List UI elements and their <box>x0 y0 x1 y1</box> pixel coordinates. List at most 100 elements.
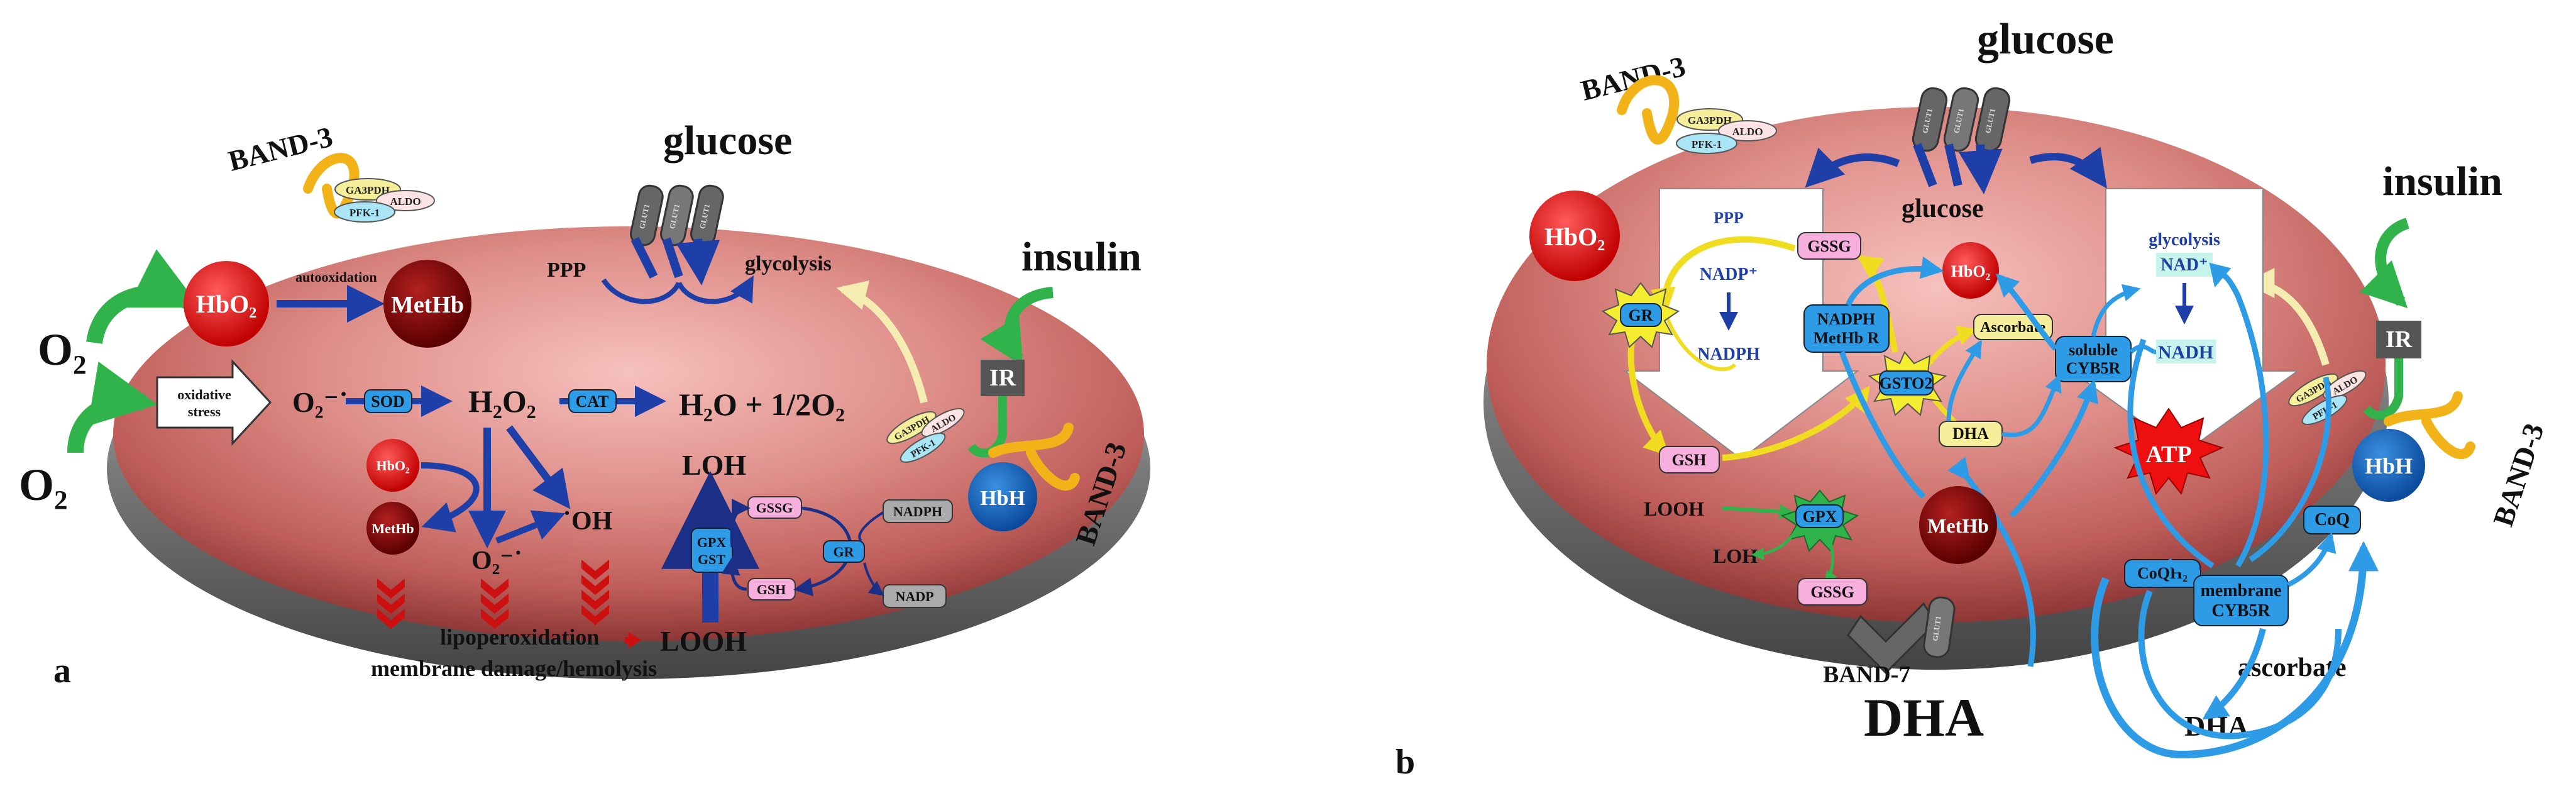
gssg-bottom-box-b <box>1797 578 1868 606</box>
ir-label-a: IR <box>989 365 1016 391</box>
erythrocyte-a <box>113 226 1144 641</box>
hbo2-large-ball-b <box>1529 191 1620 281</box>
lipoperoxidation-label-a: lipoperoxidation <box>440 624 599 650</box>
panel-a: BAND-3 GA3PDH ALDO PFK-1 glucose GLUT1 G… <box>19 118 1150 690</box>
ir-receptor-a <box>981 360 1025 396</box>
insulin-arrow-a <box>980 287 1054 367</box>
ppp-glycolysis-split-a <box>601 280 751 304</box>
dha-box-label-b: DHA <box>1952 424 1989 443</box>
svg-text:ATP: ATP <box>2145 441 2191 468</box>
membrane-damage-label-a: membrane damage/hemolysis <box>371 656 657 681</box>
oh-label-a: ˙OH <box>563 507 612 536</box>
nadp-label-b: NADP⁺ <box>1700 265 1758 284</box>
methb-ball-a <box>383 260 471 348</box>
oxidative-label-a: oxidative <box>177 387 231 402</box>
nadph-methb-r-label-1-b: NADPH <box>1817 310 1875 328</box>
insulin-label-a: insulin <box>1021 234 1142 280</box>
hbo2-label-a: HbO₂ <box>196 290 256 318</box>
hbo2-small-label-b: HbO₂ <box>1951 262 1991 280</box>
ga3pdh-b: GA3PDH <box>1688 114 1732 126</box>
gr-enzyme-b: GR <box>1601 282 1680 348</box>
hbo2-ball-a <box>184 261 269 346</box>
panel-label-a: a <box>53 651 71 690</box>
gsh-label-a: GSH <box>757 582 786 597</box>
oxidative-stress-arrow-a <box>156 359 272 446</box>
gssg-label-a: GSSG <box>756 500 793 516</box>
nadph-label-a: NADPH <box>893 504 942 519</box>
ir-receptor-b <box>2376 321 2421 358</box>
gr-enzyme-a <box>823 540 865 563</box>
loh-label-b: LOH <box>1713 545 1758 567</box>
methb-label-b: MetHb <box>1927 514 1989 537</box>
glucose-label-a: glucose <box>663 118 792 163</box>
hbh-label-b: HbH <box>2365 453 2413 479</box>
gpx-label-a: GPX <box>697 534 727 550</box>
aldo-b: ALDO <box>1732 126 1763 138</box>
ppp-label-a: PPP <box>547 258 586 282</box>
pfk1-b: PFK-1 <box>1692 138 1722 150</box>
gsh-box-b <box>1659 446 1720 473</box>
panel-b: BAND-3 GA3PDH ALDO PFK-1 glucose GLUT1 G… <box>1395 15 2550 782</box>
ir-label-b: IR <box>2386 326 2413 353</box>
ppp-label-b: PPP <box>1714 209 1744 227</box>
methb-ball-b <box>1919 486 1997 564</box>
water-label-a: H₂O + 1/2O₂ <box>679 387 845 422</box>
svg-text:GLUT1: GLUT1 <box>1930 616 1942 642</box>
superoxide-label-a: O₂⁻˙ <box>292 386 348 418</box>
small-methb-label-a: MetHb <box>372 521 414 536</box>
hbh-ball-a <box>968 462 1037 531</box>
band3-icon-a-right <box>988 423 1080 491</box>
glut1-channel-a: GLUT1 GLUT1 GLUT1 <box>630 184 724 246</box>
membrane-cyb5r-label-1-b: membrane <box>2200 581 2281 601</box>
glycolysis-feedback-arrow-a <box>836 280 928 404</box>
sod-label-a: SOD <box>371 392 404 411</box>
stress-label-a: stress <box>188 404 221 419</box>
hbo2-large-label-b: HbO₂ <box>1544 223 1605 251</box>
ga3pdh-a: GA3PDH <box>346 184 390 196</box>
glucose-entry-arrows-a <box>630 239 701 277</box>
gsh-label-b: GSH <box>1672 451 1707 469</box>
insulin-label-b: insulin <box>2382 158 2502 204</box>
glycolytic-complex-a-right: GA3PDH ALDO PFK-1 <box>886 407 965 463</box>
gr-label-a: GR <box>834 544 855 560</box>
pfk1-a: PFK-1 <box>350 207 380 219</box>
hbh-ball-b <box>2352 429 2425 502</box>
nadph-methb-r-label-2-b: MetHb R <box>1814 329 1880 347</box>
band7-label-b: BAND-7 <box>1823 662 1910 688</box>
small-hbo2-label-a: HbO₂ <box>376 458 409 473</box>
hbh-label-a: HbH <box>980 487 1025 510</box>
gpx-enzyme-b: GPX <box>1780 489 1859 552</box>
damage-chevrons-a <box>377 560 641 648</box>
looh-label-b: LOOH <box>1644 497 1704 520</box>
coq-label-b: CoQ <box>2315 510 2350 529</box>
nadph-methb-r-box-b <box>1803 304 1890 353</box>
o2-label-bottom-a: O₂ <box>19 460 68 510</box>
svg-text:GSTO2: GSTO2 <box>1880 374 1933 392</box>
gssg-top-label-b: GSSG <box>1807 237 1851 255</box>
methb-label-a: MetHb <box>391 292 464 318</box>
o2-inflow-arrow-top-a <box>86 249 201 345</box>
glycolysis-label-b: glycolysis <box>2149 230 2220 250</box>
membrane-cyb5r-label-2-b: CYB5R <box>2211 601 2271 621</box>
coqh2-label-b: CoQH₂ <box>2137 564 2188 582</box>
nadp-label-a: NADP <box>895 589 933 604</box>
h2o2-label-a: H₂O₂ <box>468 384 536 419</box>
small-hbo2-ball-a <box>366 439 419 492</box>
cat-enzyme-a <box>568 389 617 413</box>
panel-label-b: b <box>1395 743 1415 782</box>
hbo2-small-ball-b <box>1942 242 1999 299</box>
band3-label-b-right: BAND-3 <box>2487 419 2550 530</box>
o2-label-top-a: O₂ <box>38 324 87 375</box>
gsto2-enzyme-b: GSTO2 <box>1868 351 1947 416</box>
glycolysis-label-a: glycolysis <box>745 252 832 275</box>
cat-label-a: CAT <box>576 392 609 411</box>
gssg-bottom-label-b: GSSG <box>1810 583 1854 601</box>
autooxidation-label-a: autooxidation <box>295 269 377 285</box>
band7-glut1-b: GLUT1 <box>1847 596 1956 675</box>
glucose-label-b: glucose <box>1977 15 2114 64</box>
small-methb-ball-a <box>366 502 419 555</box>
glucose-inner-label-b: glucose <box>1902 194 1984 223</box>
soluble-cyb5r-label-2-b: CYB5R <box>2066 359 2121 377</box>
membrane-cyb5r-box-b <box>2193 575 2289 626</box>
